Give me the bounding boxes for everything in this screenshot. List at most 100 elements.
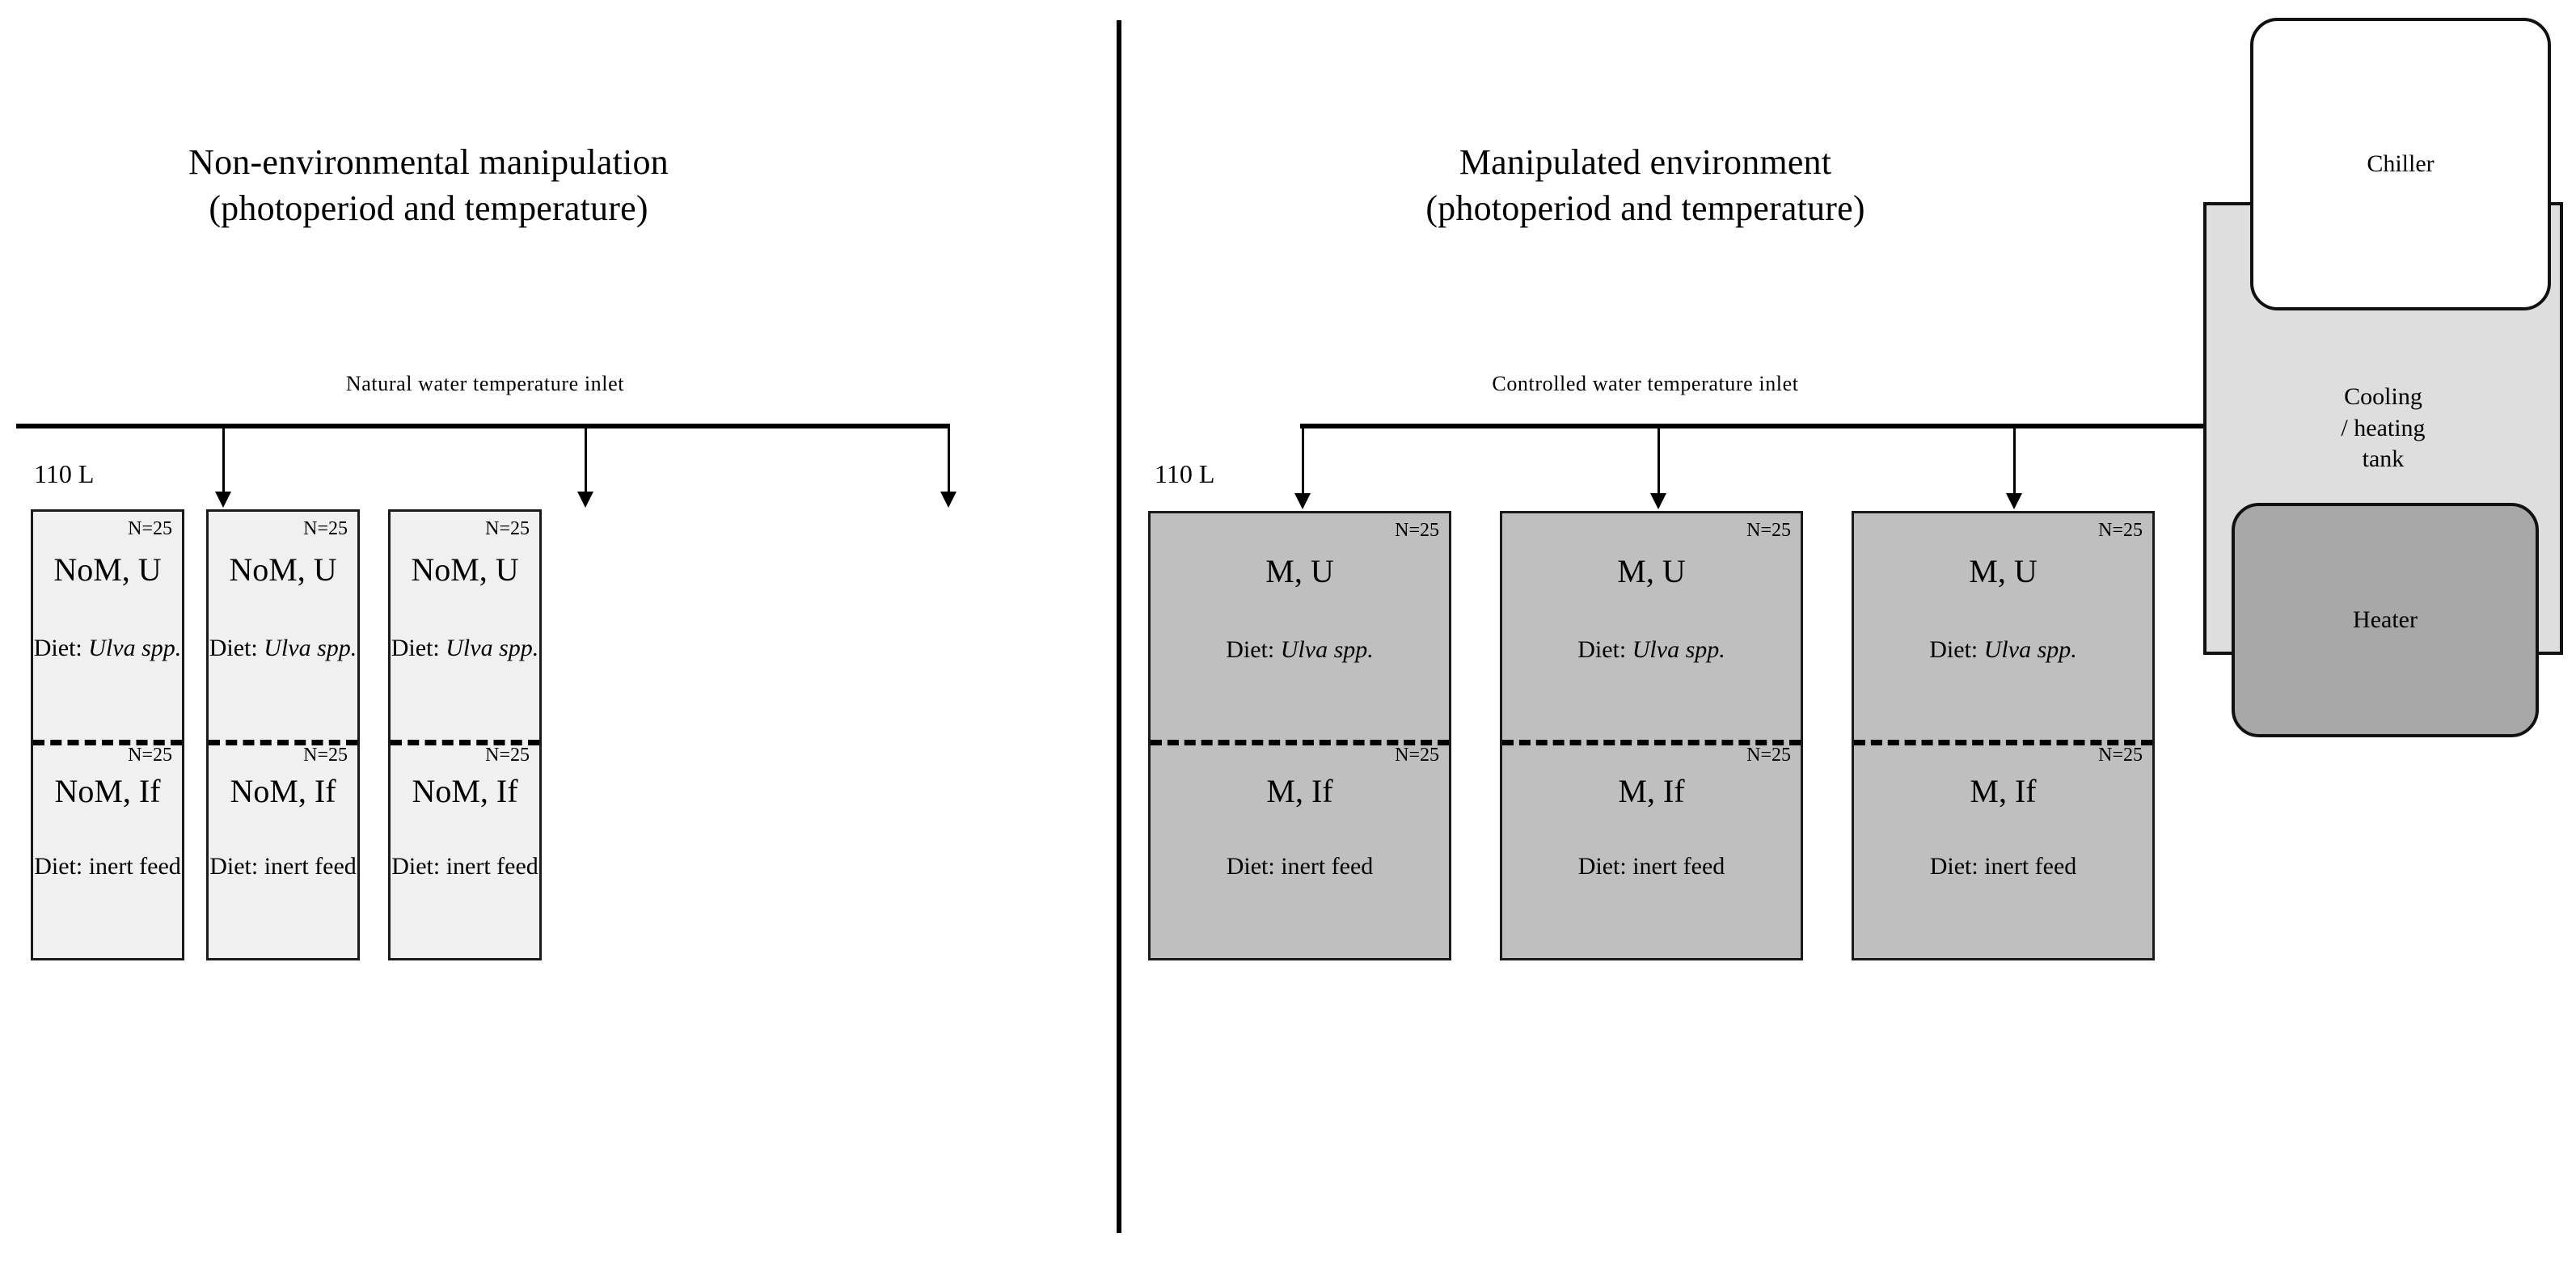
tank-m-3-top-diet-prefix: Diet: [1929,636,1984,663]
tank-nom-2-divider [209,740,357,745]
tank-m-1[interactable]: N=25 M, U Diet: Ulva spp. N=25 M, If Die… [1148,511,1451,960]
tank-nom-2-bottom-diet-prefix: Diet: [209,853,264,880]
cooling-heating-tank-line2: / heating [2341,414,2426,441]
tank-nom-2-bottom-half: N=25 NoM, If Diet: inert feed [209,740,357,963]
tank-nom-1-divider [33,740,182,745]
tank-m-3-bottom-diet-value: inert feed [1984,853,2077,880]
tank-m-3-bottom-diet-label: Diet: inert feed [1854,853,2152,880]
right-panel-title-line1: Manipulated environment [1459,142,1832,182]
tank-m-2-top-half: N=25 M, U Diet: Ulva spp. [1502,513,1801,740]
tank-m-2-bottom-half: N=25 M, If Diet: inert feed [1502,740,1801,963]
tank-nom-2-top-half: N=25 NoM, U Diet: Ulva spp. [209,512,357,740]
tank-nom-2-top-diet-value: Ulva spp. [264,635,357,661]
tank-m-1-bottom-half: N=25 M, If Diet: inert feed [1151,740,1449,963]
left-volume-label: 110 L [34,459,95,488]
tank-m-2-bottom-diet-value: inert feed [1632,853,1725,880]
tank-nom-2-bottom-diet-value: inert feed [264,853,357,880]
tank-m-2[interactable]: N=25 M, U Diet: Ulva spp. N=25 M, If Die… [1500,511,1803,960]
tank-m-1-top-diet-prefix: Diet: [1226,636,1281,663]
tank-nom-1-bottom-n-label: N=25 [128,745,172,766]
tank-nom-2[interactable]: N=25 NoM, U Diet: Ulva spp. N=25 NoM, If… [206,509,360,960]
cooling-heating-tank-line3: tank [2362,445,2405,473]
heater-label: Heater [2353,606,2418,633]
right-inlet-label: Controlled water temperature inlet [1492,372,1799,395]
tank-nom-1-top-diet-prefix: Diet: [33,635,89,661]
tank-m-1-bottom-diet-label: Diet: inert feed [1151,853,1449,880]
tank-m-1-bottom-diet-prefix: Diet: [1226,853,1282,880]
tank-m-3-bottom-diet-prefix: Diet: [1929,853,1985,880]
tank-nom-3-top-half: N=25 NoM, U Diet: Ulva spp. [391,512,539,740]
tank-m-2-divider [1502,740,1801,745]
left-inlet-pipe [16,424,950,428]
tank-nom-3-top-diet-label: Diet: Ulva spp. [391,635,539,662]
tank-m-1-divider [1151,740,1449,745]
tank-nom-2-top-diet-label: Diet: Ulva spp. [209,635,357,662]
tank-m-3-top-half: N=25 M, U Diet: Ulva spp. [1854,513,2152,740]
tank-nom-1-bottom-diet-prefix: Diet: [34,853,89,880]
tank-nom-3-bottom-group-label: NoM, If [412,773,518,809]
tank-nom-1-bottom-diet-label: Diet: inert feed [33,853,182,880]
tank-m-1-top-half: N=25 M, U Diet: Ulva spp. [1151,513,1449,740]
tank-nom-1-bottom-half: N=25 NoM, If Diet: inert feed [33,740,182,963]
tank-nom-2-top-group-label: NoM, U [229,551,337,588]
tank-m-2-bottom-diet-prefix: Diet: [1577,853,1633,880]
tank-m-2-bottom-group-label: M, If [1618,773,1685,809]
tank-m-3-divider [1854,740,2152,745]
tank-m-2-top-diet-label: Diet: Ulva spp. [1502,636,1801,664]
tank-m-3-top-diet-label: Diet: Ulva spp. [1854,636,2152,664]
tank-m-3[interactable]: N=25 M, U Diet: Ulva spp. N=25 M, If Die… [1852,511,2155,960]
right-volume-label: 110 L [1155,459,1215,488]
tank-m-1-bottom-group-label: M, If [1266,773,1333,809]
panel-divider [1117,20,1121,1233]
right-panel-title-line2: (photoperiod and temperature) [1425,188,1865,229]
heater-unit[interactable]: Heater [2232,503,2539,737]
tank-nom-1-bottom-group-label: NoM, If [54,773,161,809]
tank-nom-3-divider [391,740,539,745]
tank-nom-1-top-half: N=25 NoM, U Diet: Ulva spp. [33,512,182,740]
tank-nom-3-bottom-diet-label: Diet: inert feed [391,853,539,880]
tank-m-3-top-n-label: N=25 [2098,520,2143,541]
tank-nom-1-top-diet-label: Diet: Ulva spp. [33,635,182,662]
tank-m-2-top-diet-value: Ulva spp. [1632,636,1725,663]
tank-m-3-top-group-label: M, U [1969,553,2038,589]
tank-m-2-bottom-n-label: N=25 [1746,745,1791,766]
tank-nom-2-top-n-label: N=25 [303,518,348,539]
left-inlet-label: Natural water temperature inlet [345,372,625,395]
left-panel-title-line1: Non-environmental manipulation [188,142,669,182]
tank-m-1-top-n-label: N=25 [1395,520,1439,541]
tank-nom-1[interactable]: N=25 NoM, U Diet: Ulva spp. N=25 NoM, If… [31,509,184,960]
tank-m-1-top-diet-value: Ulva spp. [1280,636,1374,663]
tank-nom-1-bottom-diet-value: inert feed [88,853,181,880]
tank-nom-3-top-n-label: N=25 [485,518,530,539]
chiller-label: Chiller [2367,150,2435,177]
left-panel-title-line2: (photoperiod and temperature) [209,188,648,229]
right-inlet-pipe [1300,424,2206,428]
left-panel-title: Non-environmental manipulation (photoper… [97,139,760,231]
tank-m-2-top-n-label: N=25 [1746,520,1791,541]
tank-m-3-bottom-group-label: M, If [1970,773,2037,809]
tank-nom-1-top-diet-value: Ulva spp. [88,635,182,661]
tank-m-1-bottom-diet-value: inert feed [1281,853,1374,880]
tank-m-1-bottom-n-label: N=25 [1395,745,1439,766]
tank-nom-3-bottom-diet-value: inert feed [446,853,538,880]
tank-m-1-top-group-label: M, U [1265,553,1334,589]
tank-nom-3-top-diet-value: Ulva spp. [446,635,539,661]
tank-nom-3-bottom-half: N=25 NoM, If Diet: inert feed [391,740,539,963]
tank-nom-1-top-group-label: NoM, U [53,551,162,588]
tank-m-3-bottom-half: N=25 M, If Diet: inert feed [1854,740,2152,963]
tank-nom-2-bottom-group-label: NoM, If [230,773,336,809]
tank-nom-2-top-diet-prefix: Diet: [209,635,264,661]
tank-nom-3-top-diet-prefix: Diet: [391,635,446,661]
tank-nom-3-bottom-diet-prefix: Diet: [391,853,446,880]
tank-m-1-top-diet-label: Diet: Ulva spp. [1151,636,1449,664]
right-panel-title: Manipulated environment (photoperiod and… [1314,139,1977,231]
tank-m-2-top-diet-prefix: Diet: [1577,636,1632,663]
tank-nom-2-bottom-diet-label: Diet: inert feed [209,853,357,880]
tank-nom-3[interactable]: N=25 NoM, U Diet: Ulva spp. N=25 NoM, If… [388,509,542,960]
tank-m-2-bottom-diet-label: Diet: inert feed [1502,853,1801,880]
chiller-unit[interactable]: Chiller [2250,18,2551,310]
tank-nom-1-top-n-label: N=25 [128,518,172,539]
tank-nom-3-bottom-n-label: N=25 [485,745,530,766]
tank-nom-2-bottom-n-label: N=25 [303,745,348,766]
tank-m-3-bottom-n-label: N=25 [2098,745,2143,766]
